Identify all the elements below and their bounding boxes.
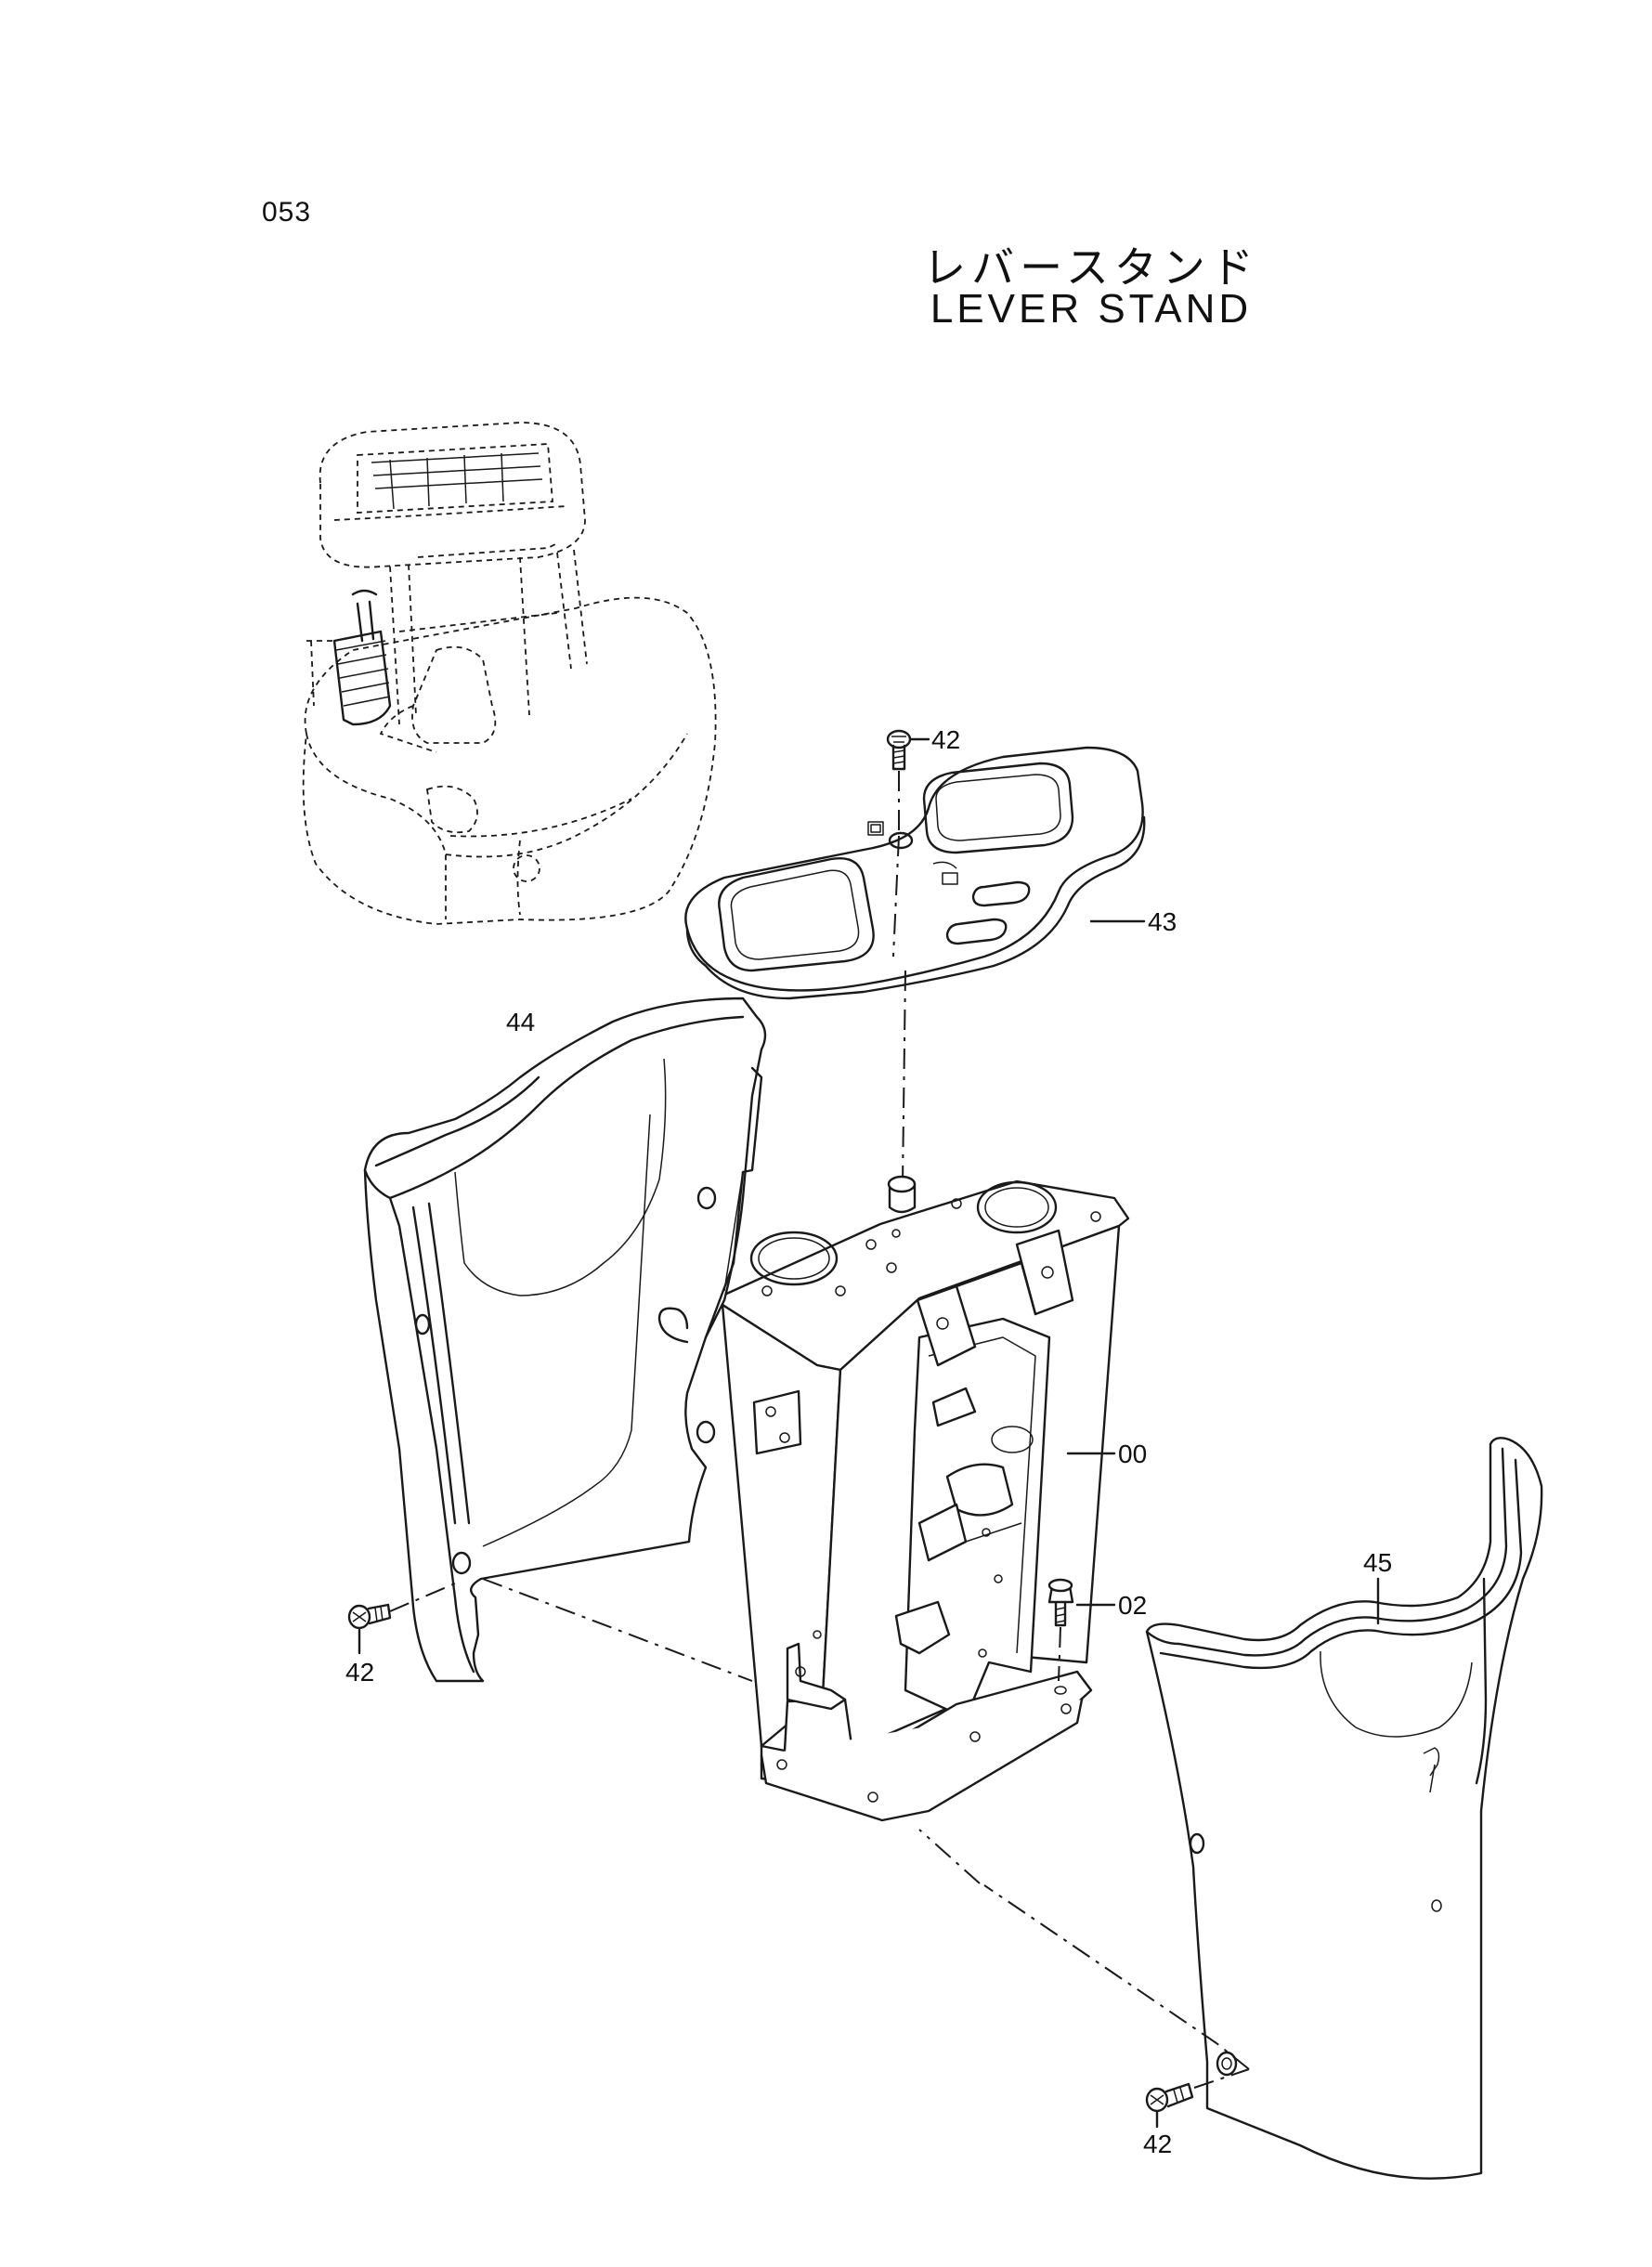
callouts: 42 43 44 00 02 45 42 42 bbox=[345, 725, 1392, 2158]
callout-43: 43 bbox=[1148, 907, 1177, 936]
callout-42-bottom: 42 bbox=[1143, 2130, 1172, 2158]
machine-overview-inset bbox=[302, 422, 717, 925]
callout-44: 44 bbox=[506, 1008, 535, 1036]
callout-00: 00 bbox=[1118, 1440, 1147, 1468]
callout-42-left: 42 bbox=[345, 1658, 374, 1687]
part-45-right-cover bbox=[1145, 1437, 1543, 2180]
bolt-42-bottom bbox=[918, 1829, 1250, 2113]
callout-42-top: 42 bbox=[931, 725, 960, 754]
part-43-top-cover bbox=[684, 746, 1146, 1000]
title-japanese: レバースタンド bbox=[923, 242, 1259, 293]
page-number: 053 bbox=[262, 197, 312, 228]
callout-45: 45 bbox=[1363, 1548, 1392, 1577]
callout-02: 02 bbox=[1118, 1591, 1147, 1620]
part-00-lever-stand-frame bbox=[721, 1175, 1130, 1822]
bolt-42-top bbox=[886, 729, 912, 1185]
part-44-left-cover bbox=[363, 997, 767, 1683]
title-english: LEVER STAND bbox=[930, 286, 1253, 332]
bolt-42-left bbox=[347, 1578, 753, 1682]
bolt-02 bbox=[1047, 1578, 1074, 1695]
